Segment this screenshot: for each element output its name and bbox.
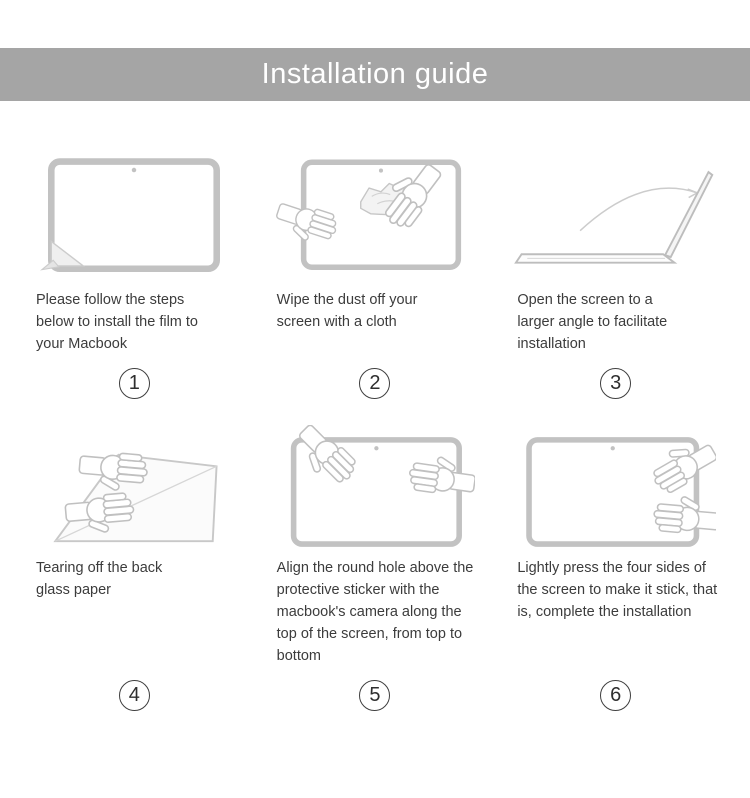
- tablet-with-film-corner-illustration: [24, 153, 245, 279]
- step-number-row: 2: [265, 355, 486, 399]
- step-2: Wipe the dust off your screen with a clo…: [255, 153, 496, 399]
- step-3: Open the screen to a larger angle to fac…: [495, 153, 736, 399]
- header-banner: Installation guide: [0, 48, 750, 101]
- step-number-badge: 5: [359, 680, 391, 711]
- step-caption: Wipe the dust off your screen with a clo…: [276, 292, 418, 330]
- step-6: Lightly press the four sides of the scre…: [495, 429, 736, 711]
- open-laptop-icon: [514, 170, 714, 264]
- steps-grid: Please follow the steps below to install…: [0, 153, 750, 711]
- step-caption: Open the screen to a larger angle to fac…: [517, 292, 668, 352]
- press-four-sides-illustration: [505, 429, 726, 548]
- step-number-badge: 2: [359, 368, 391, 399]
- tear-paper-icon: [53, 448, 218, 542]
- step-4: Tearing off the back glass paper 4: [14, 429, 255, 711]
- step-number-badge: 4: [118, 680, 150, 711]
- step-number-badge: 3: [600, 368, 632, 399]
- tablet-icon: [40, 158, 221, 272]
- wipe-screen-with-cloth-illustration: [265, 153, 486, 279]
- step-caption: Align the round hole above the protectiv…: [276, 560, 474, 664]
- step-number-row: 1: [24, 355, 245, 399]
- tear-off-back-paper-illustration: [24, 429, 245, 547]
- step-1: Please follow the steps below to install…: [14, 153, 255, 399]
- step-number-row: 4: [24, 667, 245, 711]
- align-hands-icon: [287, 425, 475, 548]
- step-number-row: 5: [265, 667, 486, 711]
- page-title: Installation guide: [261, 58, 489, 90]
- step-caption: Tearing off the back glass paper: [36, 560, 163, 598]
- open-laptop-wide-angle-illustration: [505, 153, 726, 279]
- step-caption: Please follow the steps below to install…: [36, 292, 198, 352]
- step-caption: Lightly press the four sides of the scre…: [517, 560, 718, 620]
- step-number-badge: 6: [600, 680, 632, 711]
- wipe-cloth-icon: [275, 153, 462, 270]
- align-camera-hole-illustration: [265, 425, 486, 548]
- step-number-row: 3: [505, 355, 726, 399]
- press-hands-icon: [525, 431, 716, 548]
- step-number-row: 6: [505, 667, 726, 711]
- step-5: Align the round hole above the protectiv…: [255, 425, 496, 711]
- step-number-badge: 1: [118, 368, 150, 399]
